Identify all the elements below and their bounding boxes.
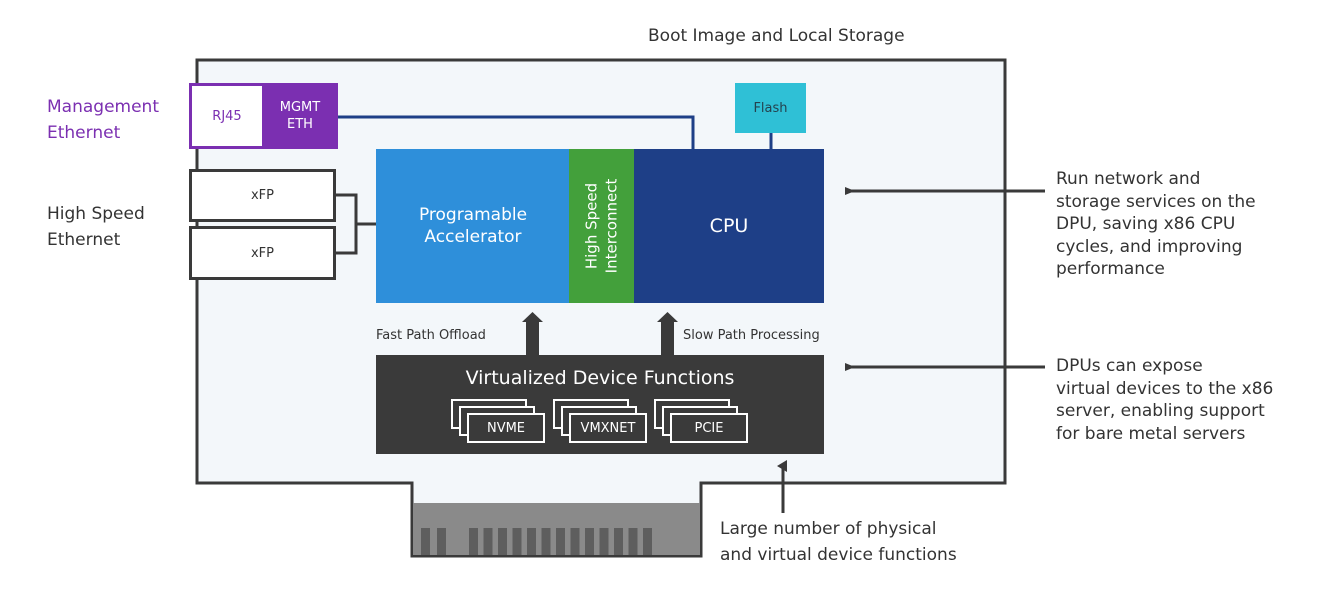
programmable-accelerator: Programable Accelerator — [376, 149, 570, 303]
virtualized-device-functions: Virtualized Device Functions NVME VMXNET… — [376, 355, 824, 454]
connector-pin — [643, 528, 652, 555]
annotation-line: DPU, saving x86 CPU — [1056, 214, 1236, 234]
function-pcie: PCIE — [670, 413, 748, 443]
annotation-line: performance — [1056, 259, 1165, 279]
mgmt-eth-line: ETH — [287, 117, 313, 132]
connector-pin — [527, 528, 536, 555]
annotation-line: virtual devices to the x86 — [1056, 378, 1274, 399]
accelerator-line: Accelerator — [424, 227, 522, 247]
xfp-port-2: xFP — [189, 226, 336, 280]
mgmt-to-cpu-line — [338, 115, 695, 150]
cpu: CPU — [634, 149, 824, 303]
function-vmxnet: VMXNET — [569, 413, 647, 443]
connector-pin — [498, 528, 507, 555]
xfp-port-1: xFP — [189, 169, 336, 222]
connector-pin — [628, 528, 638, 555]
label-line: Ethernet — [47, 123, 121, 143]
fast-path-label: Fast Path Offload — [376, 328, 486, 343]
annotation-line: Run network and — [1056, 169, 1201, 189]
high-speed-ethernet-label: High Speed Ethernet — [47, 201, 145, 253]
annotation-line: Large number of physical — [720, 519, 937, 539]
fast-path-arrow — [526, 320, 539, 356]
label-line: Management — [47, 97, 159, 117]
annotation-run-services: Run network and storage services on the … — [1056, 168, 1256, 281]
flash-storage: Flash — [735, 83, 806, 133]
rj45-port: RJ45 — [192, 86, 262, 146]
connector-pin — [599, 528, 609, 555]
connector-pin — [614, 528, 623, 555]
connector-pin — [541, 528, 551, 555]
label-line: Ethernet — [47, 230, 121, 250]
annotation-line: for bare metal servers — [1056, 423, 1246, 444]
function-nvme: NVME — [467, 413, 545, 443]
vdf-title: Virtualized Device Functions — [465, 367, 735, 389]
annotation-line: storage services on the — [1056, 191, 1256, 212]
xfp-bracket — [335, 193, 377, 255]
label-line: High Speed — [47, 204, 145, 224]
connector-pins — [421, 528, 652, 555]
mgmt-eth-port: MGMT ETH — [262, 83, 338, 149]
connector-pin — [556, 528, 565, 555]
connector-pin — [585, 528, 594, 555]
boot-storage-title: Boot Image and Local Storage — [648, 26, 905, 46]
management-ethernet-label: Management Ethernet — [47, 94, 159, 146]
annotation-device-functions: Large number of physical and virtual dev… — [720, 516, 957, 568]
mgmt-eth-line: MGMT — [279, 100, 321, 115]
connector-pin — [469, 528, 478, 555]
annotation-line: and virtual device functions — [720, 545, 957, 565]
connector-pin — [437, 528, 446, 555]
connector-pin — [421, 528, 430, 555]
interconnect-line: Interconnect — [602, 178, 621, 274]
high-speed-interconnect: High Speed Interconnect — [569, 149, 634, 303]
annotation-line: server, enabling support — [1056, 401, 1265, 421]
annotation-line: DPUs can expose — [1056, 356, 1203, 376]
interconnect-line: High Speed — [582, 182, 601, 270]
connector-pin — [570, 528, 580, 555]
slow-path-arrow — [661, 320, 674, 356]
accelerator-line: Programable — [418, 205, 528, 225]
connector-pin — [512, 528, 522, 555]
annotation-line: cycles, and improving — [1056, 236, 1243, 257]
annotation-expose-devices: DPUs can expose virtual devices to the x… — [1056, 355, 1273, 445]
connector-pin — [483, 528, 493, 555]
slow-path-label: Slow Path Processing — [683, 328, 820, 343]
management-port: RJ45 MGMT ETH — [189, 83, 338, 149]
